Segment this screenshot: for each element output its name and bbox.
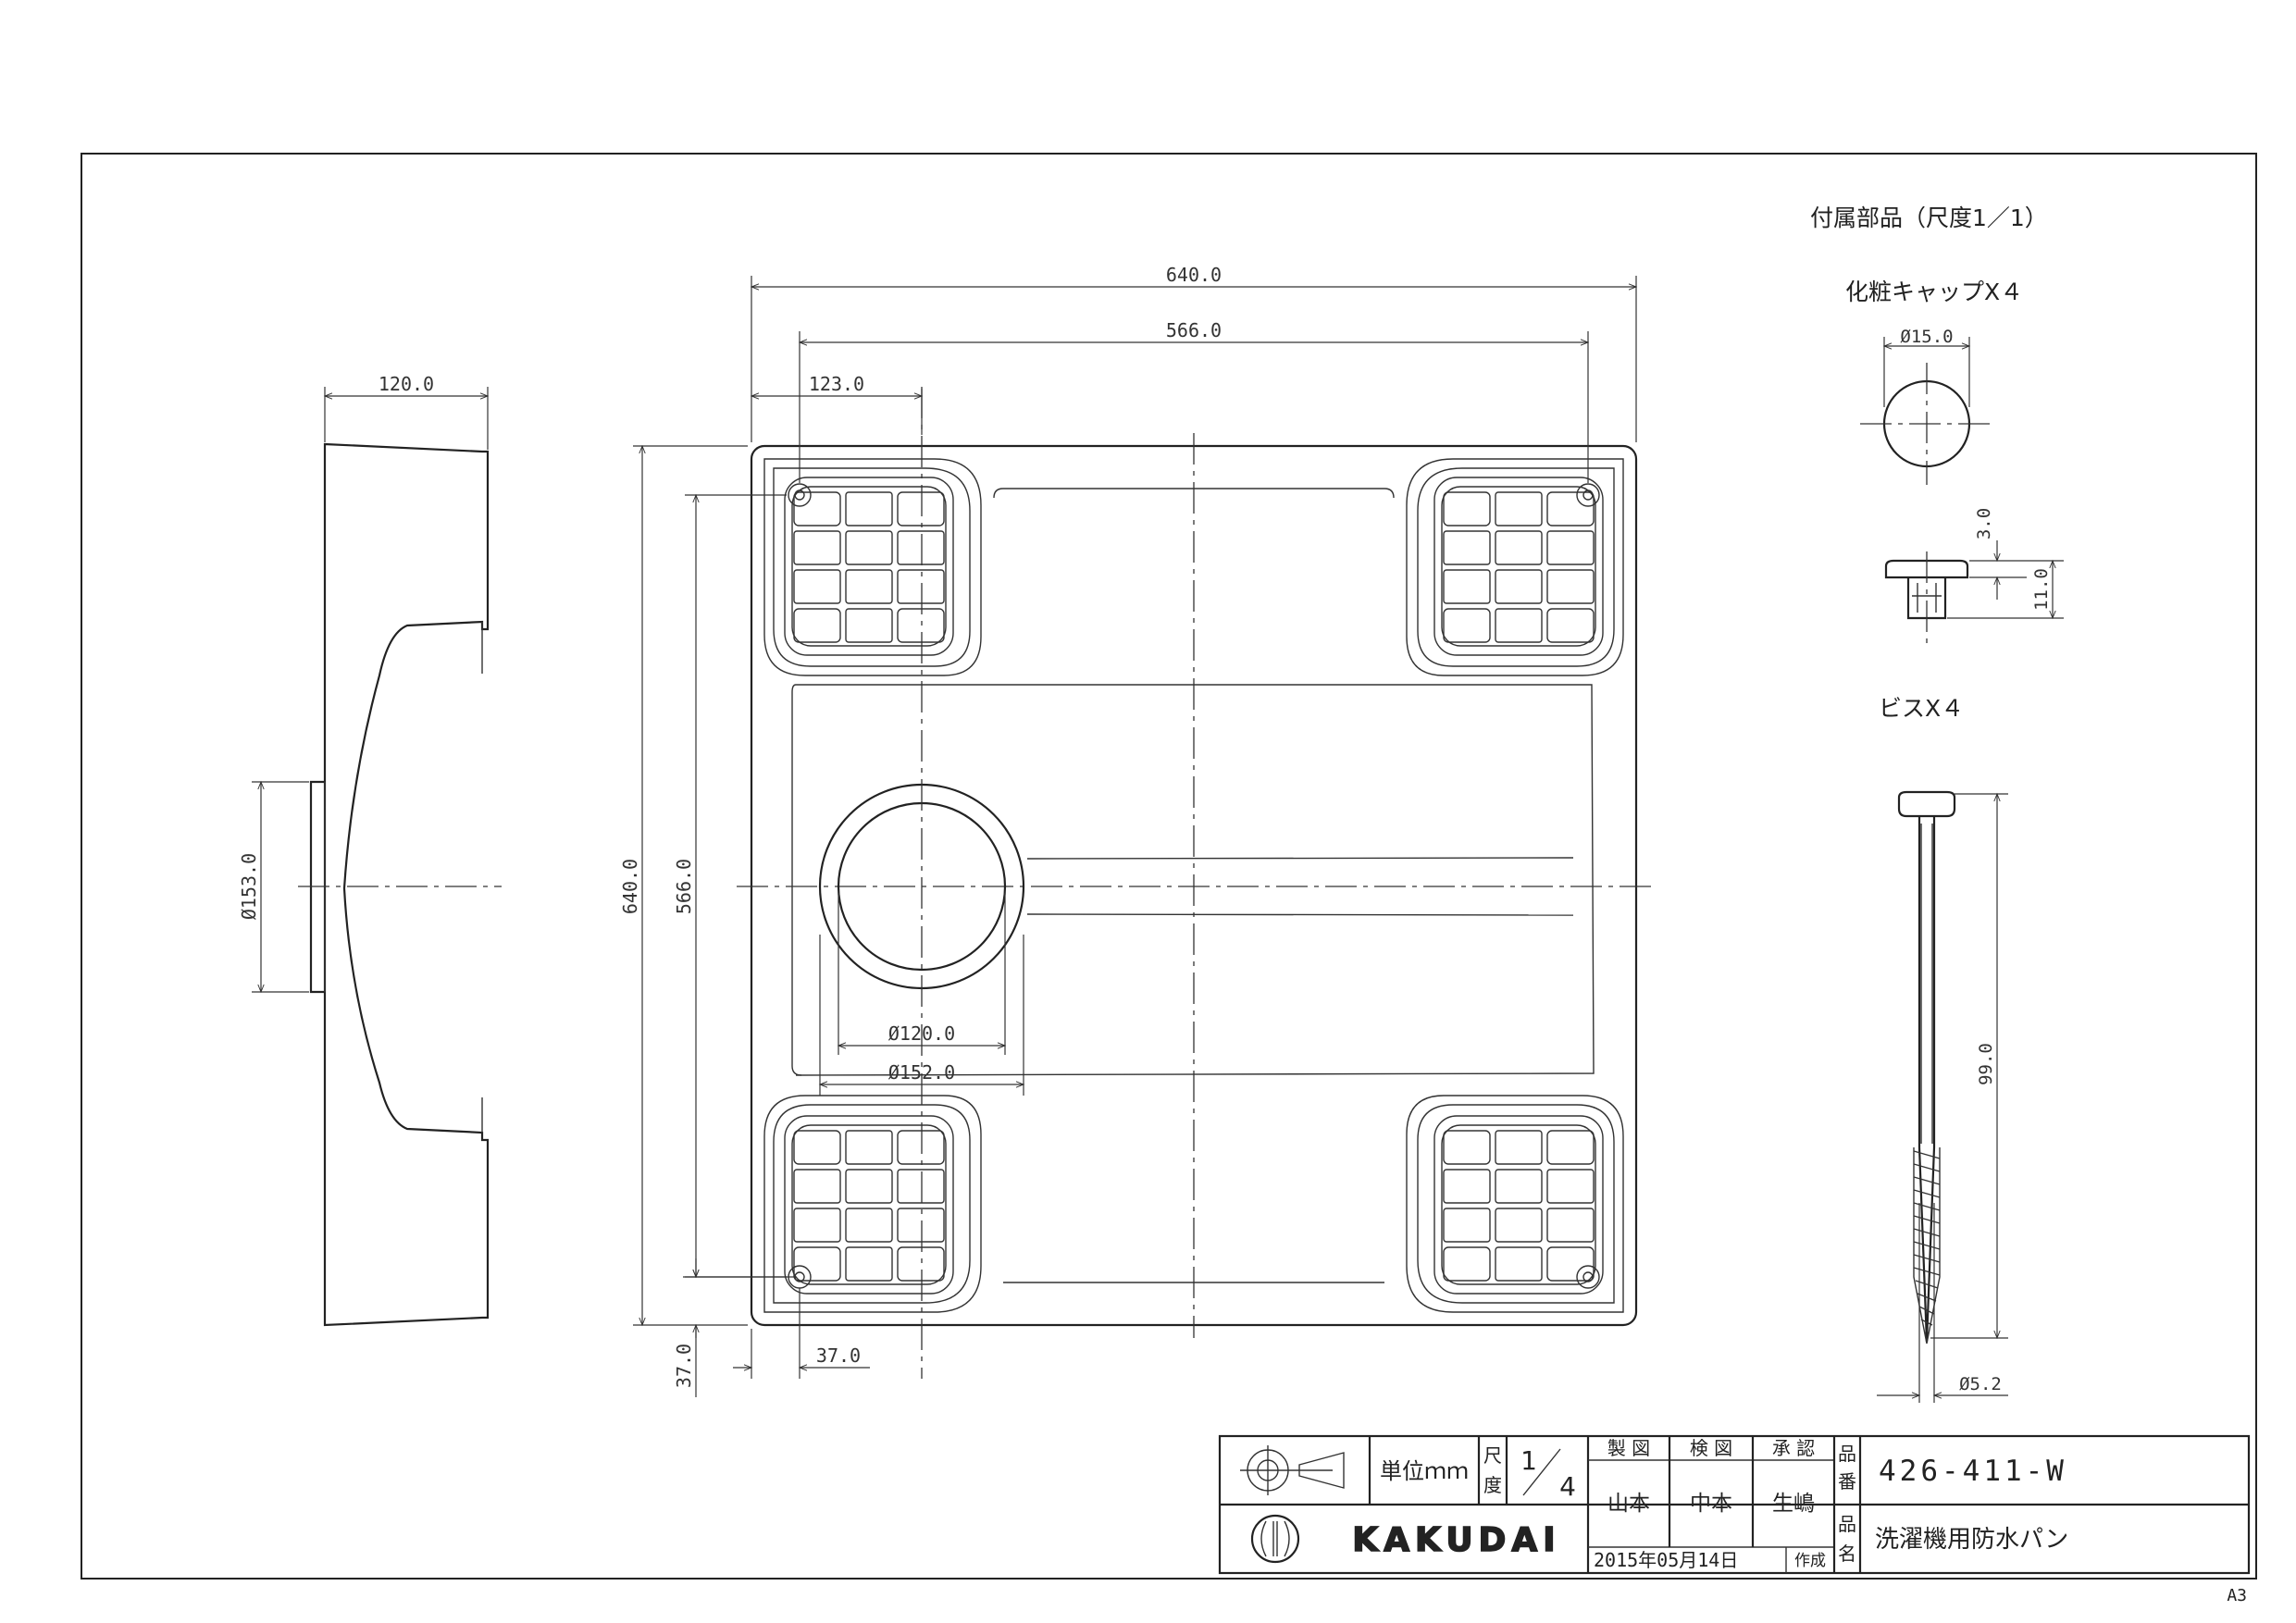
side-dimensions: 120.0 Ø153.0 [238,373,490,994]
dim-screw-diameter: Ø5.2 [1959,1374,2002,1394]
part-name-label-2: 名 [1838,1542,1856,1565]
scale-label-1: 尺 [1483,1444,1502,1467]
dim-top-width: 640.0 [1166,264,1222,286]
dim-corner-x: 37.0 [816,1344,861,1367]
approved-label: 承 認 [1772,1437,1815,1459]
creation-date: 2015年05月14日 [1594,1549,1738,1571]
scale-numerator: 1 [1520,1445,1537,1476]
corner-pad-bottom-right [1406,1095,1624,1313]
top-view [737,387,1653,1379]
company-logotype: KAKUDAI [1352,1521,1560,1559]
dim-drain-outer: Ø152.0 [888,1061,955,1084]
checked-label: 検 図 [1690,1437,1732,1459]
dim-side-width: 120.0 [379,373,434,395]
drain-outlet [818,387,1025,1379]
date-suffix: 作成 [1794,1552,1826,1570]
dim-top-inner: 566.0 [1166,319,1222,341]
dim-drain-inner: Ø120.0 [888,1022,955,1045]
cap-top-view: Ø15.0 [1860,327,1993,485]
screw-title: ビスX４ [1879,695,1964,722]
corner-pad-top-right [1406,458,1624,676]
top-dimensions: 640.0 566.0 123.0 640.0 566.0 Ø120.0 Ø15… [619,264,1638,1397]
corner-pad-top-left [763,458,982,676]
dim-corner-y: 37.0 [673,1344,695,1388]
dim-cap-total: 11.0 [2031,568,2052,611]
cap-side-view: 3.0 11.0 [1884,508,2064,648]
drawn-by: 山本 [1607,1492,1650,1516]
cap-title: 化粧キャップX４ [1845,279,2023,305]
approved-by: 生嶋 [1772,1492,1815,1516]
dim-cap-diameter: Ø15.0 [1900,327,1953,347]
side-view [298,442,502,1327]
accessories: 付属部品（尺度1／1） 化粧キャップX４ Ø15.0 3.0 11.0 ビスX [1810,204,2064,1403]
part-name: 洗濯機用防水パン [1875,1526,2068,1554]
dim-offset-x: 123.0 [809,373,864,395]
sheet-size-label: A3 [2227,1586,2247,1605]
sheet-border [81,153,2257,1580]
scale-label-2: 度 [1483,1474,1502,1496]
drawn-label: 製 図 [1607,1437,1650,1459]
title-block: 単位ｍｍ 尺 度 1 4 製 図 検 図 承 認 山本 中本 生嶋 品 番 品 … [1218,1434,2251,1575]
checked-by: 中本 [1690,1492,1732,1516]
part-number: 426-411-W [1879,1455,2067,1488]
dim-height-inner: 566.0 [673,859,695,914]
dim-height-total: 640.0 [619,859,641,914]
corner-pad-bottom-left [763,1095,982,1313]
dim-cap-height: 3.0 [1974,508,1994,539]
dim-side-diameter: Ø153.0 [238,853,260,920]
dim-screw-length: 99.0 [1976,1043,1996,1085]
unit-label: 単位ｍｍ [1380,1458,1469,1484]
part-no-label-2: 番 [1838,1470,1856,1493]
kakudai-logo-icon [1250,1514,1300,1564]
part-no-label-1: 品 [1838,1443,1856,1465]
screw-view: 99.0 Ø5.2 [1877,790,2008,1403]
accessories-title: 付属部品（尺度1／1） [1810,204,2048,231]
part-name-label-1: 品 [1838,1513,1856,1535]
projection-symbol-icon [1240,1445,1345,1495]
scale-denominator: 4 [1559,1471,1576,1502]
